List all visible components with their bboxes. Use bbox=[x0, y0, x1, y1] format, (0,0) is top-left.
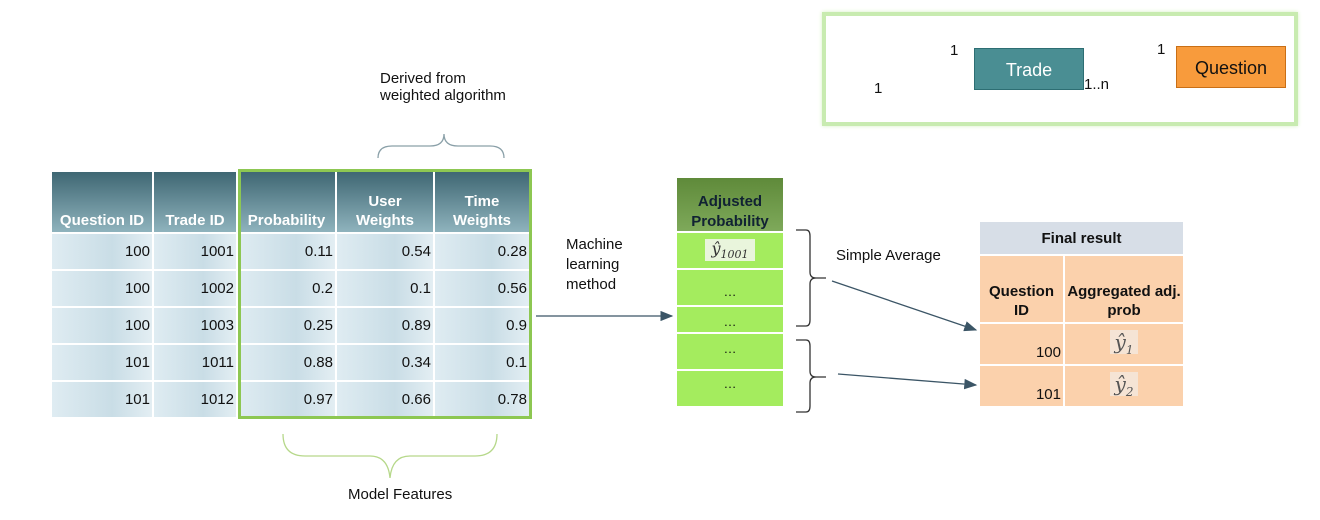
upper-bracket bbox=[796, 229, 826, 327]
model-features-label: Model Features bbox=[348, 486, 453, 503]
multiplicity-trade-left: 1 bbox=[950, 42, 959, 59]
cell-trade-id: 1002 bbox=[153, 269, 238, 307]
derived-label: Derived from weighted algorithm bbox=[380, 70, 506, 104]
ml-method-label: Machine learning method bbox=[566, 235, 623, 295]
trade-entity: Trade bbox=[974, 48, 1084, 90]
cell-time-weight: 0.9 bbox=[434, 306, 529, 344]
final-prob: ŷ1 bbox=[1065, 324, 1183, 364]
cell-probability: 0.88 bbox=[237, 343, 337, 381]
header-time-weights-text: Time Weights bbox=[452, 193, 512, 229]
cell-trade-id: 1003 bbox=[153, 306, 238, 344]
multiplicity-trade-right: 1..n bbox=[1084, 76, 1110, 93]
table-row: 100 1002 0.2 0.1 0.56 bbox=[52, 269, 529, 307]
final-row: 100 ŷ1 bbox=[980, 322, 1183, 364]
question-entity: Question bbox=[1176, 46, 1286, 88]
cell-probability: 0.25 bbox=[237, 306, 337, 344]
final-qid: 100 bbox=[980, 324, 1065, 364]
final-result-title: Final result bbox=[980, 222, 1183, 254]
header-time-weights: Time Weights bbox=[434, 172, 529, 233]
cell-question-id: 101 bbox=[52, 380, 154, 417]
table-header-row: Question ID Trade ID Probability User We… bbox=[52, 172, 529, 233]
final-qid: 101 bbox=[980, 366, 1065, 406]
header-user-weights: User Weights bbox=[336, 172, 435, 233]
adjusted-probability-column: Adjusted Probability ŷ1001 … … … … bbox=[677, 178, 783, 406]
y-hat-2: ŷ2 bbox=[1109, 372, 1139, 399]
y-hat-1: ŷ1 bbox=[1109, 330, 1139, 357]
cell-user-weight: 0.54 bbox=[336, 232, 435, 270]
final-col-question-id: Question ID bbox=[980, 256, 1065, 322]
cell-time-weight: 0.78 bbox=[434, 380, 529, 417]
header-question-id: Question ID bbox=[52, 172, 154, 233]
adjusted-cell: … bbox=[677, 268, 783, 305]
ml-line-1: Machine bbox=[566, 236, 623, 253]
cell-time-weight: 0.1 bbox=[434, 343, 529, 381]
header-user-weights-text: User Weights bbox=[355, 193, 415, 229]
header-probability: Probability bbox=[237, 172, 337, 233]
cell-user-weight: 0.34 bbox=[336, 343, 435, 381]
adjusted-cell: … bbox=[677, 332, 783, 369]
final-row: 101 ŷ2 bbox=[980, 364, 1183, 406]
cell-trade-id: 1011 bbox=[153, 343, 238, 381]
table-row: 101 1012 0.97 0.66 0.78 bbox=[52, 380, 529, 417]
table-row: 101 1011 0.88 0.34 0.1 bbox=[52, 343, 529, 381]
y-hat-1001: ŷ1001 bbox=[705, 239, 755, 262]
lower-bracket bbox=[796, 339, 826, 413]
derived-line-1: Derived from bbox=[380, 70, 466, 87]
cell-trade-id: 1001 bbox=[153, 232, 238, 270]
cell-probability: 0.97 bbox=[237, 380, 337, 417]
avg-arrow-1 bbox=[831, 280, 978, 332]
cell-probability: 0.11 bbox=[237, 232, 337, 270]
simple-average-label: Simple Average bbox=[836, 247, 941, 264]
derived-line-2: weighted algorithm bbox=[380, 87, 506, 104]
adjusted-cell: … bbox=[677, 369, 783, 406]
ml-line-3: method bbox=[566, 276, 617, 293]
adjusted-cell: ŷ1001 bbox=[677, 231, 783, 268]
cell-time-weight: 0.28 bbox=[434, 232, 529, 270]
cell-question-id: 100 bbox=[52, 269, 154, 307]
top-brace bbox=[377, 133, 505, 159]
cell-user-weight: 0.66 bbox=[336, 380, 435, 417]
cell-user-weight: 0.1 bbox=[336, 269, 435, 307]
final-header-row: Question ID Aggregated adj. prob bbox=[980, 254, 1183, 322]
model-features-highlight bbox=[238, 169, 532, 419]
cell-time-weight: 0.56 bbox=[434, 269, 529, 307]
header-trade-id: Trade ID bbox=[153, 172, 238, 233]
final-col-aggregated: Aggregated adj. prob bbox=[1067, 283, 1181, 319]
ml-line-2: learning bbox=[566, 256, 620, 273]
avg-arrow-2 bbox=[837, 373, 978, 390]
cell-question-id: 101 bbox=[52, 343, 154, 381]
multiplicity-question: 1 bbox=[1157, 41, 1166, 58]
cell-trade-id: 1012 bbox=[153, 380, 238, 417]
table-row: 100 1003 0.25 0.89 0.9 bbox=[52, 306, 529, 344]
bottom-brace bbox=[282, 433, 498, 479]
adjusted-cell: … bbox=[677, 305, 783, 332]
final-result-table: Final result Question ID Aggregated adj.… bbox=[980, 222, 1183, 406]
adjusted-probability-header: Adjusted Probability bbox=[677, 178, 783, 231]
cell-user-weight: 0.89 bbox=[336, 306, 435, 344]
cell-question-id: 100 bbox=[52, 306, 154, 344]
final-prob: ŷ2 bbox=[1065, 366, 1183, 406]
table-row: 100 1001 0.11 0.54 0.28 bbox=[52, 232, 529, 270]
multiplicity-user: 1 bbox=[874, 80, 883, 97]
trades-table: Question ID Trade ID Probability User We… bbox=[52, 172, 529, 417]
cell-question-id: 100 bbox=[52, 232, 154, 270]
cell-probability: 0.2 bbox=[237, 269, 337, 307]
